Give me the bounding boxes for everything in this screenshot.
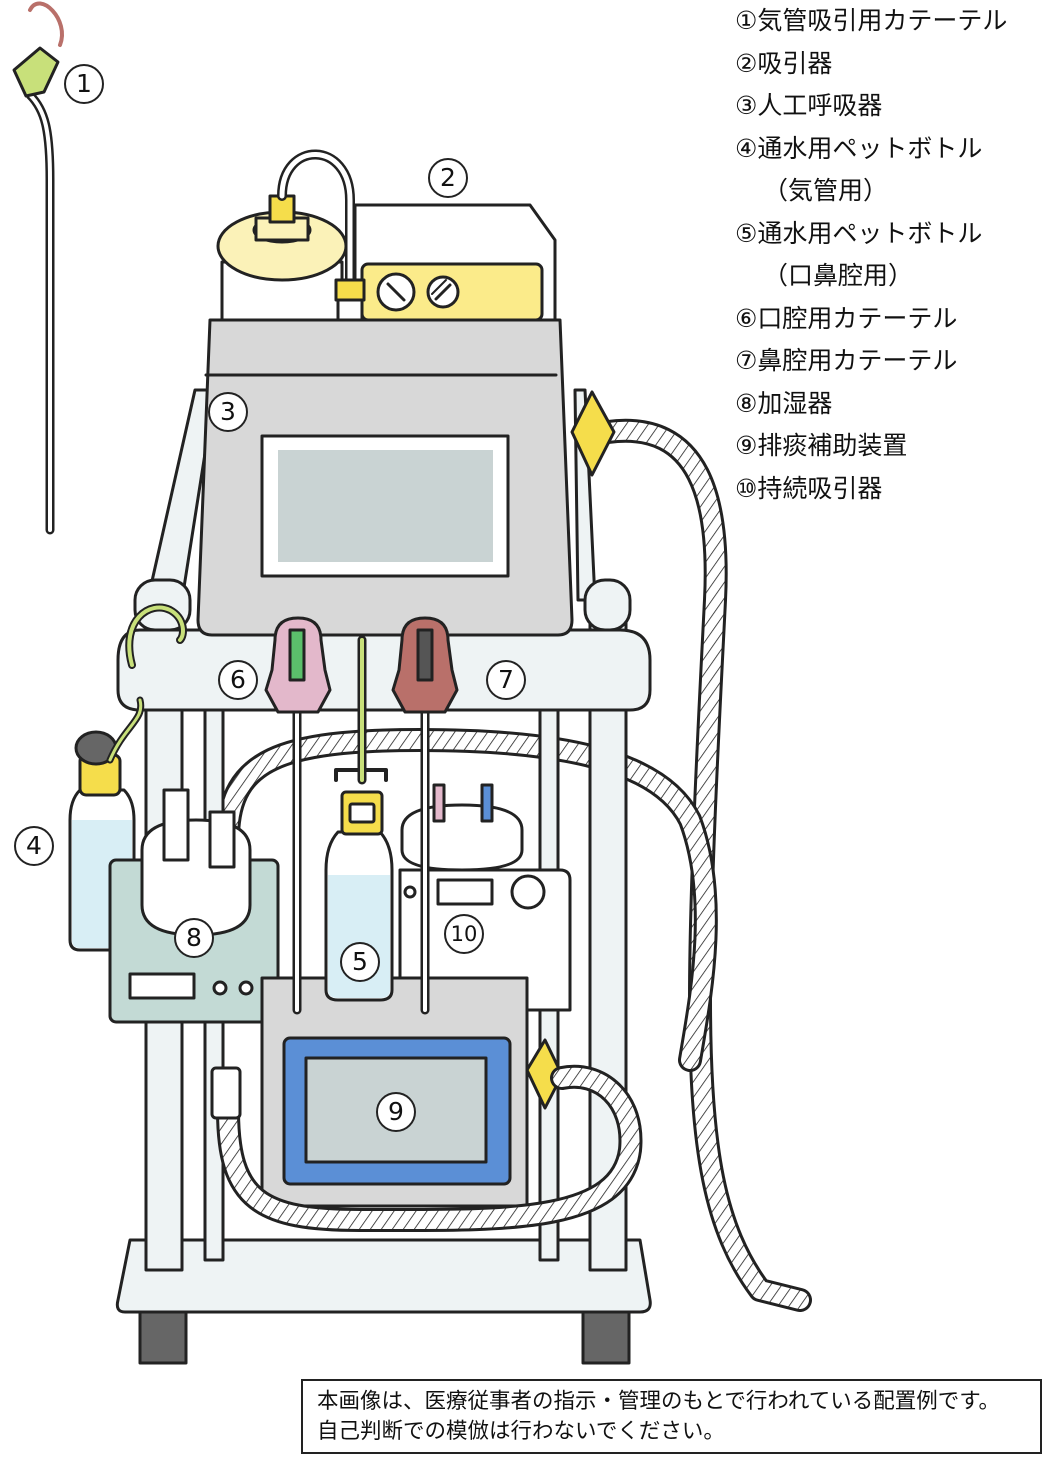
legend-item-9: ⑨排痰補助装置 (735, 431, 908, 460)
callout-2: 2 (428, 158, 468, 198)
callout-10: 10 (444, 914, 484, 954)
disclaimer-line-1: 本画像は、医療従事者の指示・管理のもとで行われている配置例です。 (317, 1389, 1001, 1414)
catheter-connector-icon (12, 46, 60, 98)
cart-base (115, 1238, 652, 1314)
legend-item-6: ⑥口腔用カテーテル (735, 303, 958, 333)
cart-shelf (116, 628, 652, 712)
humidifier-display (128, 972, 196, 1000)
callout-1: 1 (64, 64, 104, 104)
legend-item-1: ①気管吸引用カテーテル (735, 6, 1008, 35)
legend-item-2: ②吸引器 (735, 48, 833, 78)
tracheal-catheter (25, 90, 55, 535)
legend-item-7: ⑦鼻腔用カテーテル (735, 346, 958, 375)
legend-item-8: ⑧加湿器 (735, 388, 833, 418)
callout-8: 8 (174, 918, 214, 958)
legend-item-3: ③人工呼吸器 (735, 91, 883, 120)
cart-left-wheel (138, 1303, 188, 1365)
cart-right-wheel (581, 1303, 631, 1365)
ventilator-screen (278, 450, 493, 562)
callout-3: 3 (208, 392, 248, 432)
callout-7: 7 (486, 660, 526, 700)
legend-item-5: ⑤通水用ペットボトル (735, 218, 983, 248)
callout-6: 6 (218, 660, 258, 700)
continuous-suction-display (436, 878, 494, 906)
legend-item-5-sub: （口鼻腔用） (763, 261, 914, 290)
legend-item-10: ⑩持続吸引器 (735, 473, 883, 503)
cart-post-right (588, 598, 628, 1272)
ventilator-connector (570, 390, 616, 477)
callout-9: 9 (376, 1092, 416, 1132)
continuous-suction-jar (400, 803, 524, 872)
legend-item-4-sub: （気管用） (763, 176, 889, 205)
legend-item-4: ④通水用ペットボトル (735, 133, 983, 163)
disclaimer-line-2: 自己判断での模倣は行わないでください。 (317, 1419, 725, 1444)
callout-5: 5 (340, 942, 380, 982)
callout-4: 4 (14, 826, 54, 866)
disclaimer-notice: 本画像は、医療従事者の指示・管理のもとで行われている配置例です。 自己判断での模… (301, 1379, 1042, 1454)
legend: ①気管吸引用カテーテル ②吸引器 ③人工呼吸器 ④通水用ペットボトル （気管用）… (735, 0, 1045, 510)
